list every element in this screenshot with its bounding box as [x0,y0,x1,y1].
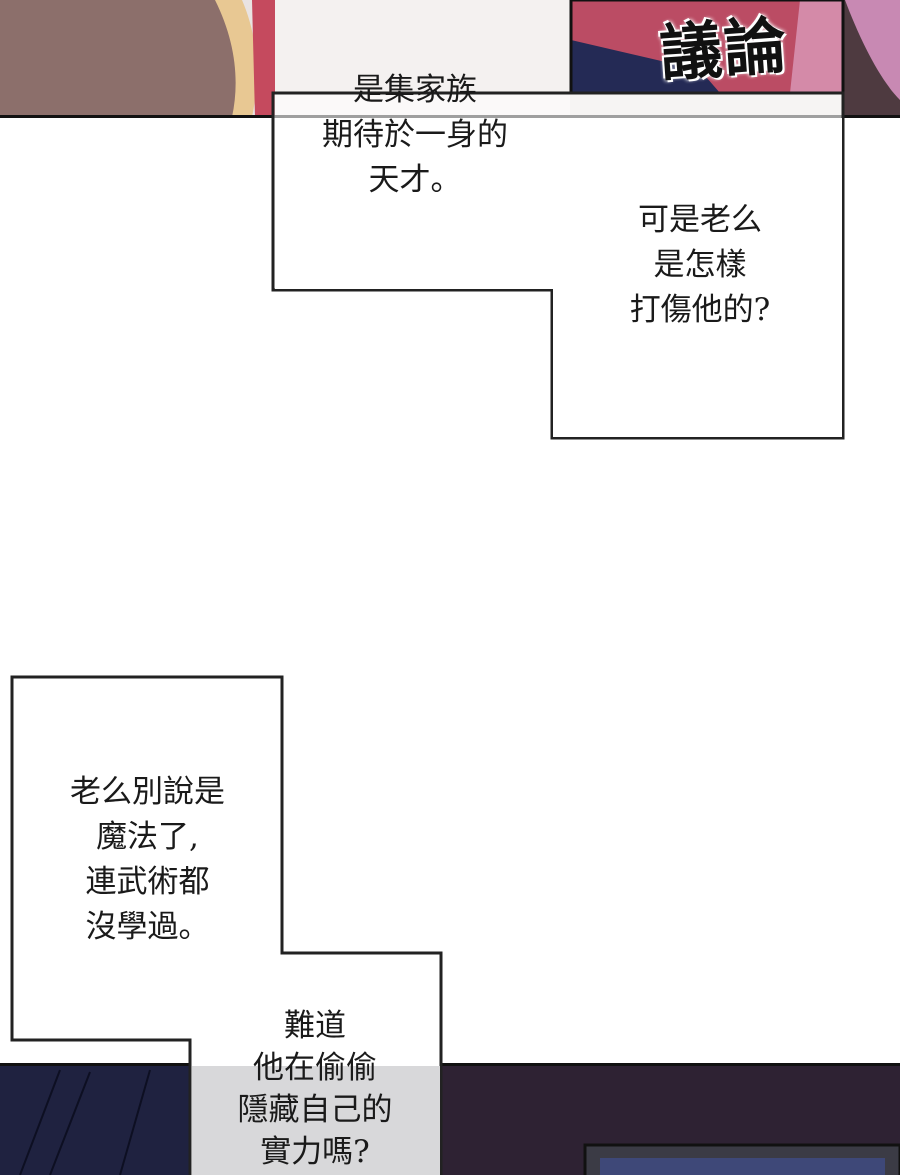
caption-line: 可是老么 [638,202,762,238]
caption-line: 沒學過。 [85,909,210,945]
caption-line: 難道 [284,1008,346,1044]
caption-text-2: 可是老么是怎樣打傷他的? [600,198,800,333]
caption-line: 他在偷偷 [253,1050,377,1086]
caption-line: 是怎樣 [653,247,747,283]
top-panel [0,0,900,118]
caption-line: 實力嗎? [260,1134,370,1170]
bottom-panel [0,1063,900,1175]
caption-line: 隱藏自己的 [237,1092,393,1128]
caption-line: 魔法了, [96,819,199,855]
caption-text-4: 難道他在偷偷隱藏自己的實力嗎? [205,1005,425,1173]
caption-line: 連武術都 [85,864,210,900]
caption-line: 老么別說是 [70,774,225,810]
caption-line: 天才。 [368,162,462,198]
caption-text-3: 老么別說是魔法了, 連武術都沒學過。 [40,770,255,950]
sound-effect-text: 議論 [657,8,791,91]
caption-line: 期待於一身的 [322,117,508,153]
caption-line: 是集家族 [353,72,477,108]
caption-box-2 [10,675,443,1175]
caption-text-1: 是集家族期待於一身的天才。 [300,68,530,203]
caption-line: 打傷他的? [629,292,771,328]
